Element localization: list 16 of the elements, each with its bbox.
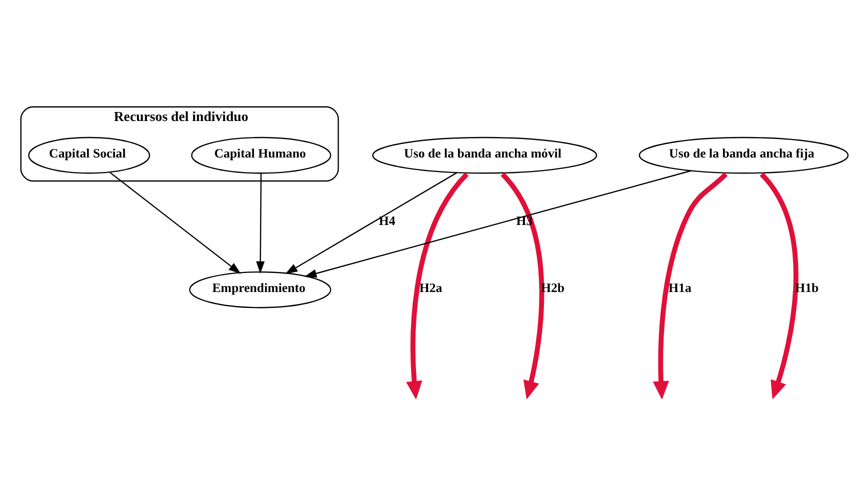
edge-label: H1a <box>668 281 692 296</box>
node-ellipse: Capital Social <box>28 136 150 174</box>
arrow <box>500 172 544 399</box>
node-ellipse: Capital Humano <box>191 136 332 174</box>
arrow <box>760 172 798 399</box>
arrow <box>406 172 469 399</box>
node-ellipse: Uso de la banda ancha fija <box>638 136 849 174</box>
node-ellipse: Uso de la banda ancha móvil <box>372 136 598 174</box>
edge-label: H2a <box>419 281 442 296</box>
arrow <box>285 172 457 274</box>
arrow <box>256 173 265 274</box>
node-ellipse: Emprendimiento <box>189 271 332 308</box>
arrow <box>304 170 692 278</box>
arrow <box>652 172 728 399</box>
arrow <box>109 172 241 274</box>
edge-label: H4 <box>378 214 396 228</box>
